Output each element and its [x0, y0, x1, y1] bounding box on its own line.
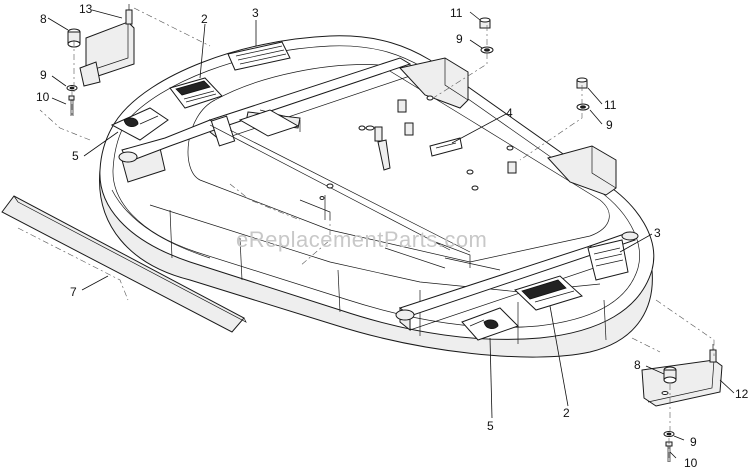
callout-5-bottom: 5 — [487, 419, 494, 433]
bushing-8-top — [67, 28, 81, 48]
decal-3-bottom — [587, 239, 629, 281]
nut-11-top — [479, 17, 491, 29]
washer-9-left — [66, 85, 78, 91]
decal-3-top — [227, 41, 291, 71]
callout-11-top: 11 — [450, 6, 463, 20]
callout-9-right: 9 — [606, 118, 613, 132]
decal-5-top — [110, 107, 169, 141]
callout-7: 7 — [70, 285, 77, 299]
deck-channel-upper — [118, 57, 412, 183]
deck-top-features — [238, 57, 617, 200]
callout-3-top: 3 — [252, 6, 259, 20]
decal-2-bottom — [514, 275, 583, 311]
baffle-7 — [1, 195, 247, 333]
callout-9-bottom: 9 — [690, 435, 697, 449]
callout-12: 12 — [735, 387, 749, 401]
callout-4: 4 — [506, 106, 513, 120]
washer-9-right — [576, 103, 590, 111]
callout-11-right: 11 — [604, 98, 617, 112]
bracket-13 — [79, 4, 135, 87]
bushing-8-bottom — [663, 366, 677, 384]
washer-9-bottom — [663, 431, 675, 437]
leader-lines — [47, 9, 735, 459]
assembly-lines — [17, 7, 715, 462]
decal-4 — [429, 137, 463, 157]
callout-2-bottom: 2 — [563, 406, 570, 420]
nut-11-right — [576, 77, 588, 89]
callout-10-left: 10 — [36, 90, 50, 104]
callout-labels: 13 8 2 3 11 9 9 10 4 11 9 5 3 7 8 12 5 2… — [36, 2, 749, 470]
callout-3-right: 3 — [654, 226, 661, 240]
callout-9-top: 9 — [456, 32, 463, 46]
bracket-12 — [641, 344, 723, 407]
callout-5-left: 5 — [72, 149, 79, 163]
watermark-text: eReplacementParts.com — [236, 227, 487, 252]
callout-8-top: 8 — [40, 12, 47, 26]
callout-8-bottom: 8 — [634, 358, 641, 372]
callout-10-bottom: 10 — [684, 456, 698, 470]
decal-2-top — [169, 77, 223, 109]
bolt-10-left — [68, 95, 75, 116]
callout-13-top: 13 — [79, 2, 93, 16]
callout-2-top: 2 — [201, 12, 208, 26]
decal-5-bottom — [461, 307, 519, 341]
callout-9-left: 9 — [40, 68, 47, 82]
